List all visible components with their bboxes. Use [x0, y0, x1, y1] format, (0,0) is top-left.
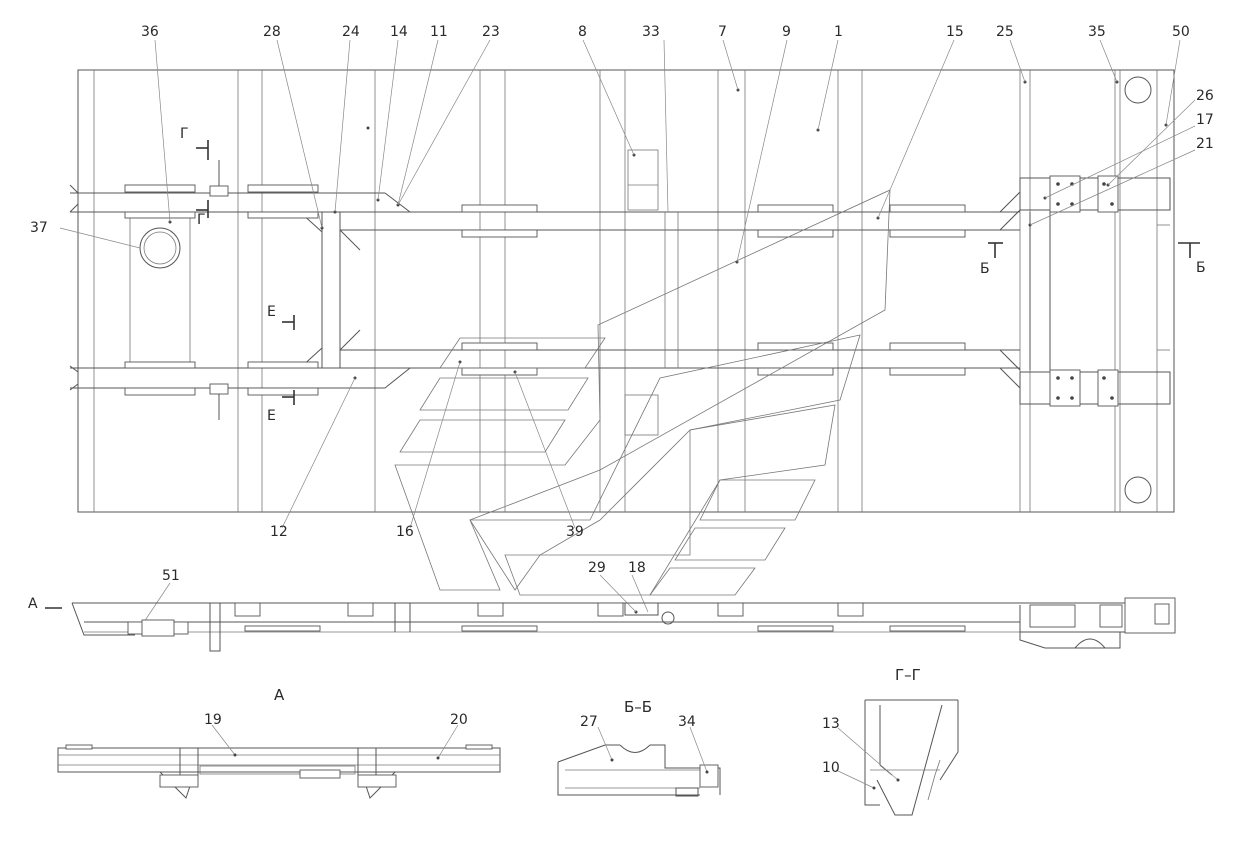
rear-structure	[1019, 76, 1171, 504]
section-mark-b-left: Б	[980, 261, 990, 277]
callout-8: 8	[578, 24, 587, 40]
callout-51: 51	[162, 568, 180, 584]
callout-16: 16	[396, 524, 414, 540]
section-b-title: Б–Б	[624, 698, 652, 716]
cross-tube	[624, 149, 679, 436]
callout-10: 10	[822, 760, 840, 776]
tank-bay	[129, 212, 191, 368]
callout-20: 20	[450, 712, 468, 728]
support-pads	[124, 160, 966, 420]
cross-members	[299, 191, 1021, 389]
callout-39: 39	[566, 524, 584, 540]
callout-21: 21	[1196, 136, 1214, 152]
callout-24: 24	[342, 24, 360, 40]
callout-33: 33	[642, 24, 660, 40]
section-mark-symbols	[45, 140, 1200, 609]
callout-12: 12	[270, 524, 288, 540]
section-mark-b-right: Б	[1196, 260, 1206, 276]
callout-27: 27	[580, 714, 598, 730]
callout-34: 34	[678, 714, 696, 730]
section-mark-e-bottom: Е	[267, 408, 276, 424]
callout-37: 37	[30, 220, 48, 236]
section-mark-g-bottom: Г	[197, 212, 206, 228]
callout-36: 36	[141, 24, 159, 40]
callout-19: 19	[204, 712, 222, 728]
plan-leader-dots	[140, 80, 1168, 627]
callout-23: 23	[482, 24, 500, 40]
callout-17: 17	[1196, 112, 1214, 128]
section-g-title: Г–Г	[895, 666, 921, 684]
tank-circle	[139, 227, 181, 269]
callout-26: 26	[1196, 88, 1214, 104]
deck-cross-stiffeners	[93, 70, 1158, 512]
callout-50: 50	[1172, 24, 1190, 40]
view-arrow-a: А	[28, 596, 38, 612]
plan-view: 36 28 24 14 11 23 8 33 7 9 1 15 25 35 50…	[28, 24, 1214, 627]
callout-9: 9	[782, 24, 791, 40]
callout-1: 1	[834, 24, 843, 40]
section-mark-g-top: Г	[180, 126, 189, 142]
view-a: А 19 20	[57, 686, 501, 799]
side-view	[71, 597, 1176, 652]
rear-hole-top	[1124, 76, 1152, 104]
longitudinal-beams	[69, 184, 1020, 391]
section-g-g: Г–Г 13 10	[822, 666, 959, 816]
walkway-overlay	[394, 189, 891, 596]
callout-18: 18	[628, 560, 646, 576]
callout-7: 7	[718, 24, 727, 40]
deck-outline	[77, 69, 1175, 513]
callout-13: 13	[822, 716, 840, 732]
callout-35: 35	[1088, 24, 1106, 40]
rear-hole-bottom	[1124, 476, 1152, 504]
section-b-b: Б–Б 27 34	[557, 698, 721, 797]
callout-29: 29	[588, 560, 606, 576]
callout-11: 11	[430, 24, 448, 40]
leader-lines	[59, 39, 1196, 626]
view-a-title: А	[274, 686, 285, 704]
callout-25: 25	[996, 24, 1014, 40]
plan-callouts: 36 28 24 14 11 23 8 33 7 9 1 15 25 35 50…	[28, 24, 1214, 612]
callout-15: 15	[946, 24, 964, 40]
section-mark-e-top: Е	[267, 304, 276, 320]
callout-14: 14	[390, 24, 408, 40]
callout-28: 28	[263, 24, 281, 40]
